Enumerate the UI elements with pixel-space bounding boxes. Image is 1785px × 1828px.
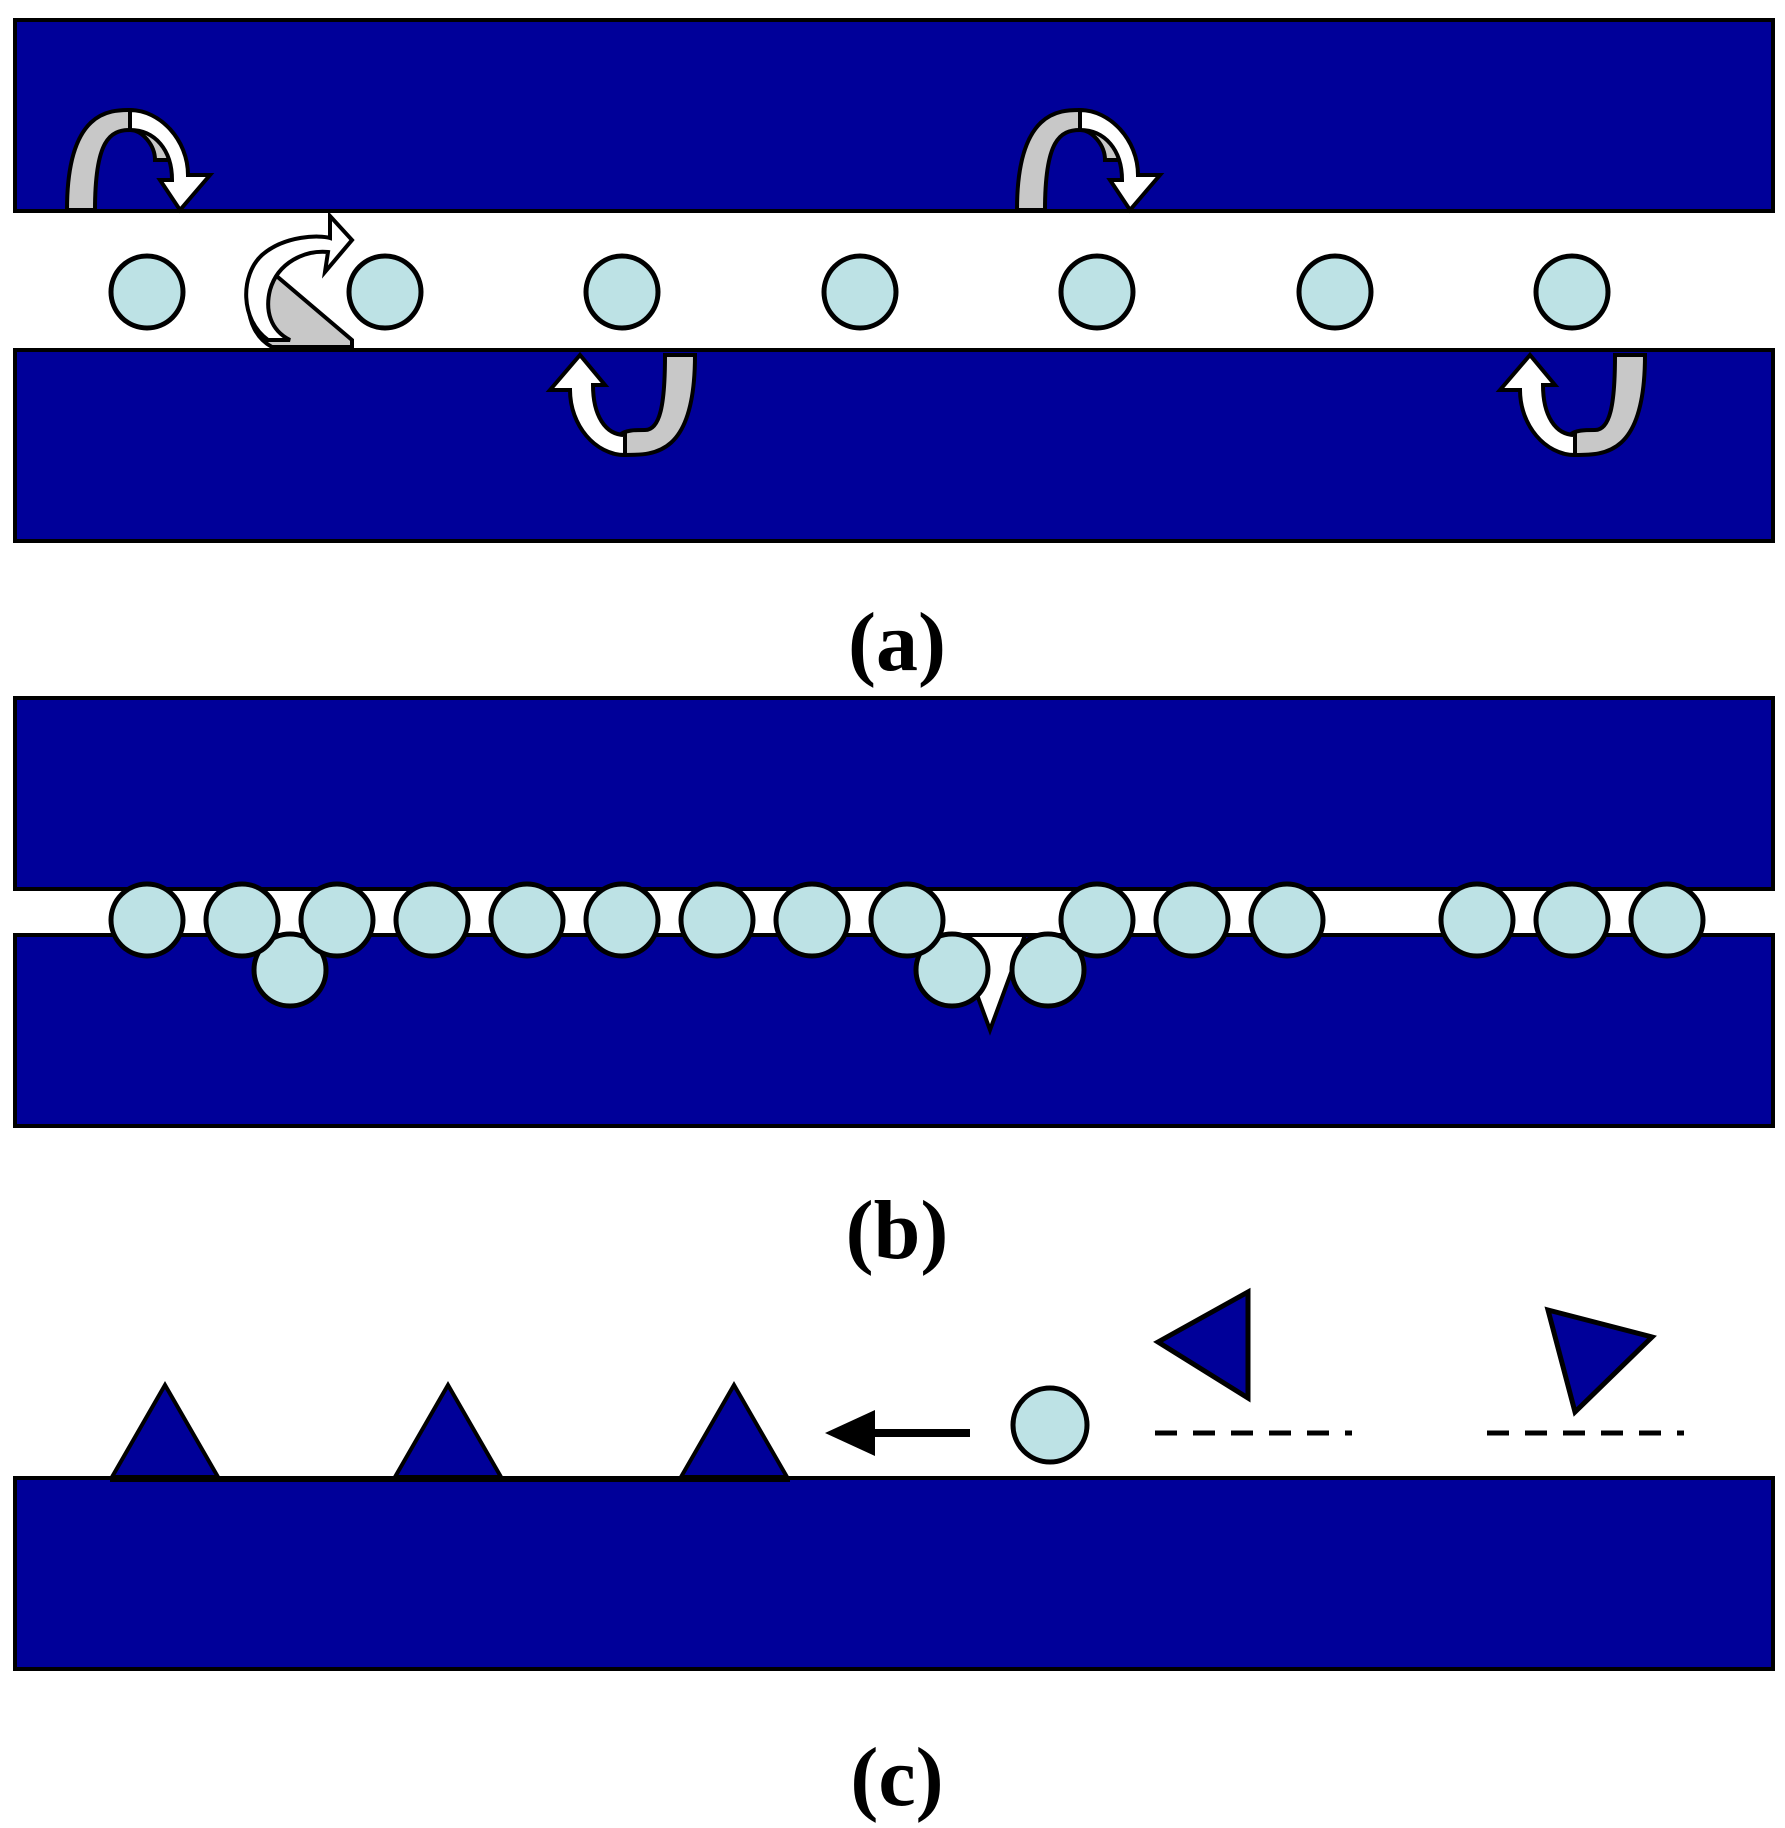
panel-b-particles (108, 881, 1706, 1009)
upper-rotation-arrow-icon (64, 107, 215, 214)
panel-a-lower-surface (13, 348, 1775, 543)
panel-b-upper-surface (13, 696, 1775, 891)
panel-a-label: (a) (848, 596, 946, 689)
particle (1010, 1385, 1090, 1465)
particle (583, 881, 661, 959)
particle (868, 881, 946, 959)
particle (1533, 881, 1611, 959)
panel-c: (c) (13, 1287, 1775, 1824)
particle (583, 253, 661, 331)
particle (1438, 881, 1516, 959)
panel-c-surface (13, 1476, 1775, 1671)
particle (203, 881, 281, 959)
particle (1058, 253, 1136, 331)
upper-rotation-arrow-icon-2 (1014, 107, 1165, 214)
particle (773, 881, 851, 959)
triangle-asperity-icon (108, 1380, 222, 1479)
particle (1533, 253, 1611, 331)
panel-a-particles (108, 253, 1611, 331)
triangle-asperity-icon (391, 1380, 505, 1479)
particle (346, 253, 424, 331)
tilted-triangle-icon-2 (1544, 1306, 1657, 1417)
panel-a-upper-surface (13, 18, 1775, 213)
particle (251, 931, 329, 1009)
panel-b: (b) (13, 696, 1775, 1277)
particle (1009, 931, 1087, 1009)
particle (678, 881, 756, 959)
particle (1058, 881, 1136, 959)
triangle-asperity-icon (677, 1380, 791, 1479)
panel-b-label: (b) (846, 1184, 949, 1277)
lower-rotation-arrow-icon-2 (1495, 351, 1648, 458)
particle (488, 881, 566, 959)
rolling-arrow-icon (244, 210, 355, 349)
particle (1628, 881, 1706, 959)
particle (393, 881, 471, 959)
tilted-triangle-icon (1153, 1287, 1251, 1403)
particle (1153, 881, 1231, 959)
panel-c-label: (c) (850, 1731, 943, 1824)
particle (108, 253, 186, 331)
particle (821, 253, 899, 331)
particle (108, 881, 186, 959)
particle (1296, 253, 1374, 331)
particle (1248, 881, 1326, 959)
particle (298, 881, 376, 959)
panel-a: (a) (13, 18, 1775, 689)
left-arrow-icon (825, 1410, 970, 1456)
particle (913, 931, 991, 1009)
lower-rotation-arrow-icon (545, 351, 698, 458)
